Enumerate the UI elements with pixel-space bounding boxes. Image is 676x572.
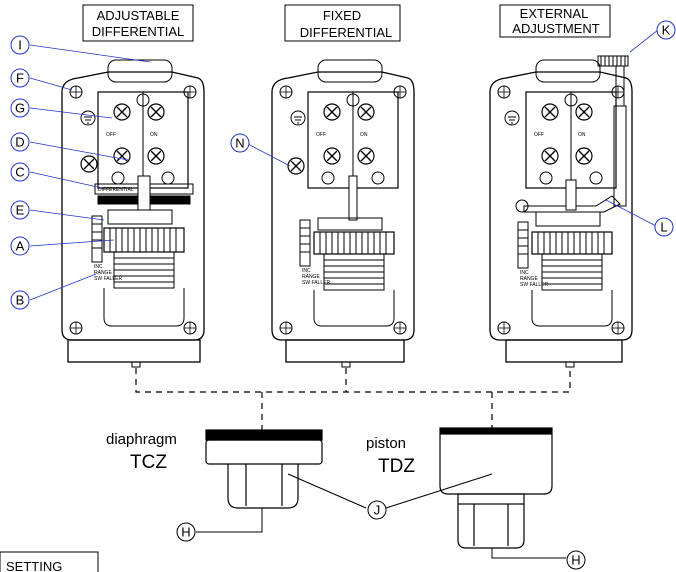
callout-B: B <box>10 290 30 310</box>
j-leaders <box>196 473 566 559</box>
scale-inc-2: INC <box>302 268 311 274</box>
callout-L-label: L <box>660 220 667 235</box>
scale-range-2: RANGE <box>302 274 320 280</box>
terminal-label-off-3: OFF <box>534 132 544 138</box>
callout-K-label: K <box>662 23 671 38</box>
callout-C-label: C <box>15 165 24 180</box>
scale-inc-3: INC <box>520 270 529 276</box>
callout-I: I <box>10 35 30 55</box>
callout-J: J <box>367 500 387 520</box>
scale-range-3: RANGE <box>520 276 538 282</box>
callout-E-label: E <box>16 203 25 218</box>
scale-pos-2: SW FALLER <box>302 280 330 286</box>
setting-box: SETTING <box>0 551 99 572</box>
callout-A: A <box>10 236 30 256</box>
header-adjustable-line1: ADJUSTABLE <box>97 8 180 23</box>
callout-H-right: H <box>566 550 586 570</box>
piston-label: piston <box>366 435 406 452</box>
setting-label: SETTING <box>6 559 62 572</box>
switch-adjustable: OFF ON DIFFERENTIAL INC RANGE SW FALLER <box>61 59 205 368</box>
callout-leaders <box>29 29 659 301</box>
header-external-line2: ADJUSTMENT <box>512 21 599 36</box>
callout-K: K <box>656 20 676 40</box>
callout-F: F <box>10 68 30 88</box>
callout-G-label: G <box>15 101 25 116</box>
header-adjustable: ADJUSTABLE DIFFERENTIAL <box>82 4 194 42</box>
callout-H-left-label: H <box>181 525 190 540</box>
callout-A-label: A <box>16 239 25 254</box>
header-external-line1: EXTERNAL <box>520 6 589 21</box>
callout-N-label: N <box>235 136 244 151</box>
sensor-piston <box>439 427 553 549</box>
callout-D-label: D <box>15 135 24 150</box>
header-external: EXTERNAL ADJUSTMENT <box>499 4 611 38</box>
switch-external: OFF ON INC RANGE SW FALLER <box>489 55 633 368</box>
header-adjustable-line2: DIFFERENTIAL <box>92 24 184 39</box>
sensor-diaphragm <box>205 429 323 509</box>
callout-F-label: F <box>16 71 24 86</box>
scale-range: RANGE <box>94 270 112 276</box>
callout-E: E <box>10 200 30 220</box>
terminal-label-on-2: ON <box>360 132 368 138</box>
header-fixed-line2: DIFFERENTIAL <box>300 25 392 40</box>
callout-C: C <box>10 162 30 182</box>
terminal-label-off: OFF <box>106 132 116 138</box>
callout-H-right-label: H <box>571 553 580 568</box>
terminal-label-off-2: OFF <box>316 132 326 138</box>
piston-model: TDZ <box>378 456 415 477</box>
terminal-label-on-3: ON <box>578 132 586 138</box>
header-fixed-line1: FIXED <box>323 8 361 23</box>
callout-N: N <box>230 133 250 153</box>
callout-D: D <box>10 132 30 152</box>
scale-pos-3: SW FALLER <box>520 282 548 288</box>
diaphragm-label: diaphragm <box>106 431 177 448</box>
header-fixed: FIXED DIFFERENTIAL <box>284 4 401 42</box>
scale-inc: INC <box>94 264 103 270</box>
scale-pos: SW FALLER <box>94 276 122 282</box>
connection-lines <box>135 368 571 430</box>
callout-H-left: H <box>176 522 196 542</box>
callout-I-label: I <box>18 38 22 53</box>
callout-L: L <box>654 217 674 237</box>
terminal-label-on: ON <box>150 132 158 138</box>
switch-fixed: OFF ON INC RANGE SW FALLER <box>271 59 415 368</box>
callout-G: G <box>10 98 30 118</box>
callout-B-label: B <box>16 293 25 308</box>
callout-J-label: J <box>374 503 381 518</box>
plate-label: DIFFERENTIAL <box>98 187 134 193</box>
diaphragm-model: TCZ <box>130 452 167 473</box>
